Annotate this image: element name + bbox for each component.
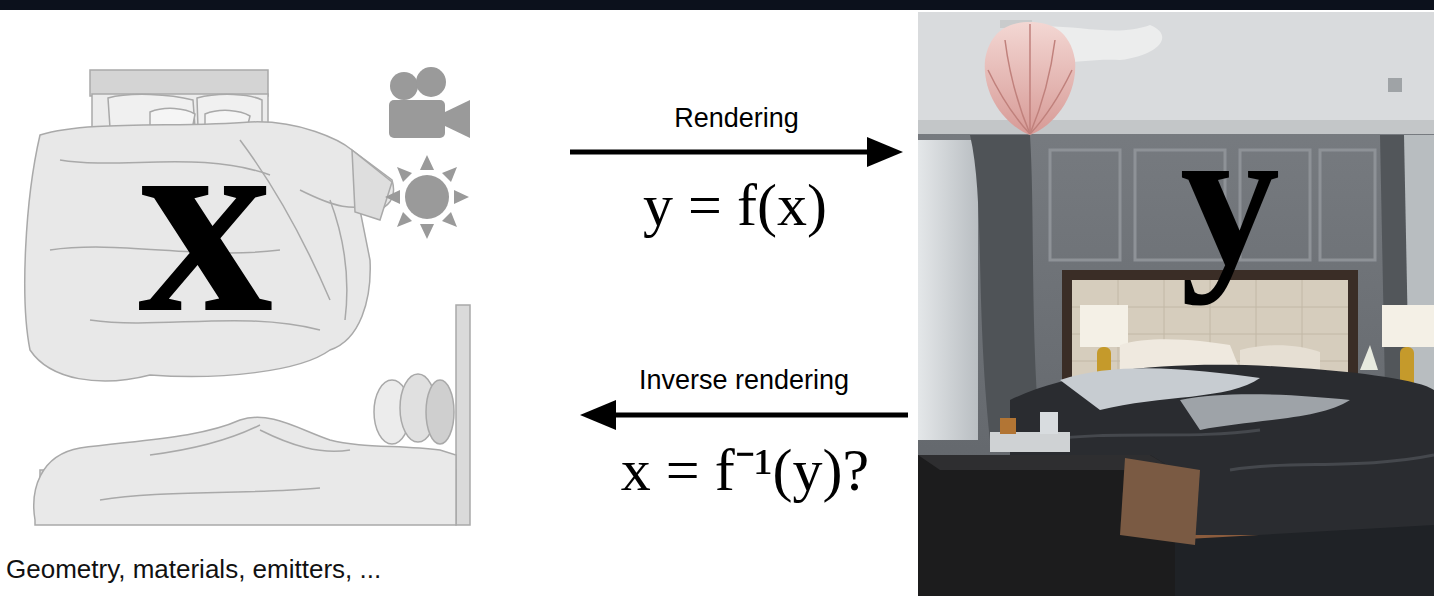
bed-side-view-part <box>260 430 350 451</box>
bed-side-view-part <box>426 380 454 444</box>
bed-top-view <box>25 70 394 381</box>
bed-side-view-part <box>456 305 470 525</box>
scene-description: xGeometry, materials, emitters, ... <box>0 60 560 596</box>
top-band <box>0 0 1434 10</box>
bedroom-photo-part-part <box>1030 70 1072 134</box>
arrow-connector <box>570 150 873 155</box>
bedroom-photo-part <box>1180 394 1350 430</box>
scene-caption: Geometry, materials, emitters, ... <box>6 554 381 585</box>
sun-icon-part <box>442 167 457 182</box>
bedroom-photo-part-part <box>1029 24 1031 134</box>
image-variable: y <box>1180 96 1280 296</box>
bedroom-photo-part-part <box>988 70 1030 134</box>
rendered-image: y <box>918 12 1434 596</box>
bedroom-photo-part <box>918 140 978 440</box>
camera-icon-part <box>416 67 446 97</box>
top-band-part <box>0 0 1434 10</box>
sun-icon-part <box>385 190 400 204</box>
bedroom-photo-part <box>1080 305 1128 347</box>
bedroom-photo-part-part <box>1320 150 1375 260</box>
sun-icon-part <box>405 175 449 219</box>
bedroom-photo-part <box>1050 430 1260 440</box>
arrow-connector <box>610 413 908 418</box>
camera-icon-part <box>445 100 470 138</box>
bedroom-photo-part <box>1230 455 1434 470</box>
bedroom-photo-part <box>1388 78 1402 92</box>
bed-top-view-part <box>330 200 347 320</box>
bedroom-photo-part <box>1360 345 1378 370</box>
bedroom-photo-part <box>1040 412 1058 434</box>
sun-icon-part <box>420 224 434 239</box>
bedroom-photo-part <box>918 120 1434 134</box>
bed-side-view-part <box>100 488 320 500</box>
bed-top-view-part <box>352 150 392 220</box>
bedroom-photo-part <box>988 24 1072 134</box>
sun-icon-part <box>442 212 457 227</box>
sun-icon-part <box>420 155 434 170</box>
sun-icon-part <box>397 212 412 227</box>
camera-icon <box>389 67 470 138</box>
edge-label: Rendering <box>670 102 803 134</box>
bed-side-view-part <box>150 425 260 455</box>
camera-icon-part <box>389 100 445 138</box>
bed-side-view-part <box>34 417 456 525</box>
bedroom-photo-part <box>1120 458 1200 545</box>
sun-icon <box>385 155 469 239</box>
equation-label: y = f(x) <box>639 171 831 240</box>
sun-icon-part <box>454 190 469 204</box>
bedroom-photo-part <box>1382 305 1434 347</box>
equation-label: x = f⁻¹(y)? <box>617 436 873 505</box>
camera-icon-part <box>390 72 418 100</box>
scene-variable: x <box>138 84 273 354</box>
bedroom-photo-part <box>1000 418 1016 434</box>
bedroom-photo-part <box>918 12 1434 596</box>
bedroom-photo-part-part <box>1050 150 1120 260</box>
edge-label: Inverse rendering <box>635 364 853 396</box>
bedroom-photo-part <box>990 432 1070 452</box>
sun-icon-part <box>397 167 412 182</box>
bedroom-photo <box>918 12 1434 596</box>
bedroom-photo-part <box>985 22 1076 135</box>
